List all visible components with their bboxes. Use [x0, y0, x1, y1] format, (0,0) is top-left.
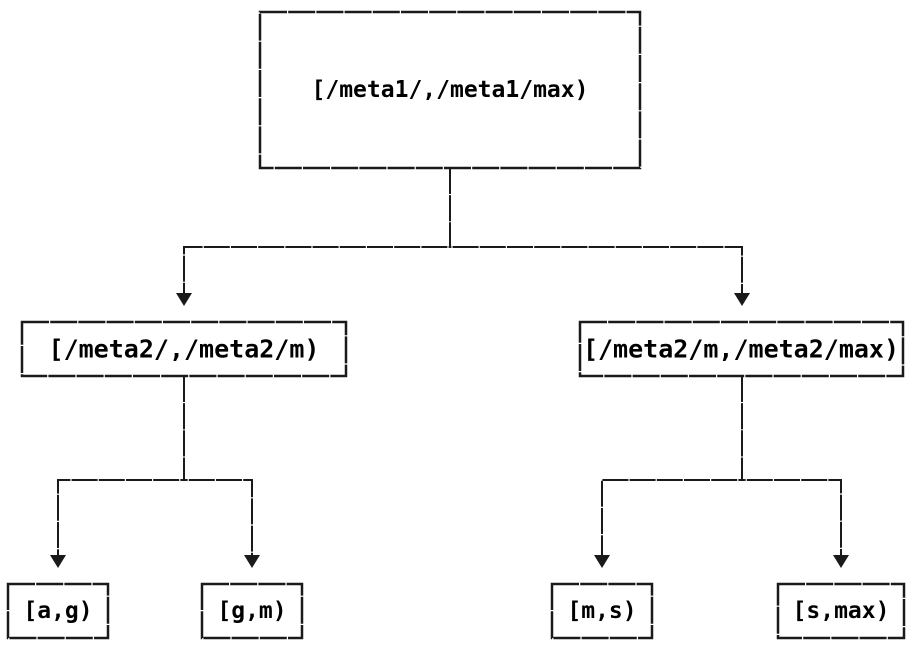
arrowhead-right-to-leaf-s-max: [833, 555, 849, 568]
node-leaf-m-s-box: [550, 582, 654, 640]
node-leaf-a-g-label: [a,g): [23, 598, 92, 624]
node-left-label: [/meta2/,/meta2/m): [49, 335, 320, 364]
edge-root-to-right: [449, 168, 743, 293]
node-leaf-s-max-label: [s,max): [793, 598, 890, 624]
edge-right-to-leaf-s-max: [741, 376, 842, 555]
arrowhead-right-to-leaf-m-s: [594, 555, 610, 568]
arrowhead-root-to-left: [176, 293, 192, 306]
node-leaf-a-g-box: [6, 582, 110, 640]
arrowhead-left-to-leaf-g-m: [244, 555, 260, 568]
edge-left-to-leaf-a-g: [57, 376, 185, 555]
node-root-box: [258, 10, 642, 170]
edge-left-to-leaf-g-m: [183, 376, 253, 555]
node-leaf-g-m-box: [200, 582, 304, 640]
arrowhead-left-to-leaf-a-g: [50, 555, 66, 568]
node-leaf-g-m-label: [g,m): [217, 598, 286, 624]
node-leaf-m-s-label: [m,s): [567, 598, 636, 624]
edge-root-to-left: [183, 168, 451, 293]
node-root-label: [/meta1/,/meta1/max): [312, 77, 589, 103]
node-right-box: [578, 320, 905, 378]
node-left-box: [20, 320, 348, 378]
node-right-label: [/meta2/m,/meta2/max): [583, 335, 899, 364]
arrowhead-root-to-right: [734, 293, 750, 306]
node-leaf-s-max-box: [776, 582, 906, 640]
edge-right-to-leaf-m-s: [601, 376, 743, 555]
